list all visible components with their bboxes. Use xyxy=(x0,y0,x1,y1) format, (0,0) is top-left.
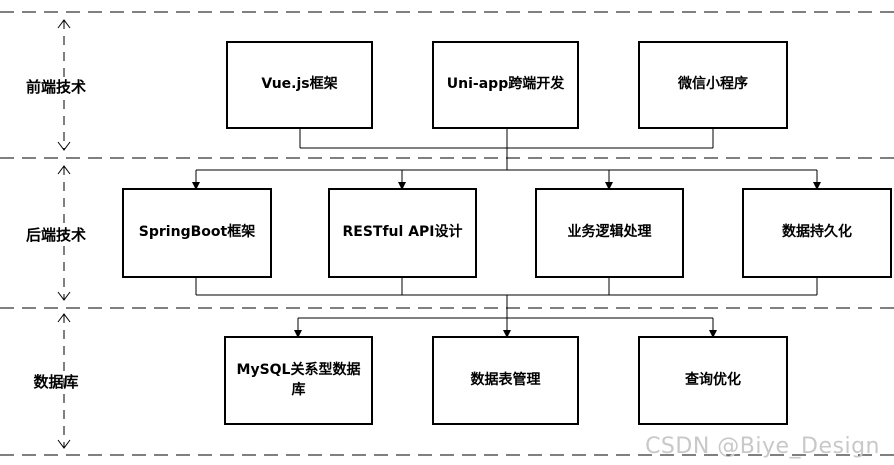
layer-height-indicator-backend xyxy=(57,165,71,301)
layer-label-backend: 后端技术 xyxy=(25,226,86,244)
layer-height-indicator-database xyxy=(57,313,71,449)
box-uniapp: Uni-app跨端开发 xyxy=(432,41,579,129)
box-mysql: MySQL关系型数据库 xyxy=(224,336,373,425)
box-springboot: SpringBoot框架 xyxy=(122,188,272,278)
layer-height-indicator-frontend xyxy=(57,19,71,151)
backend-to-database-connectors xyxy=(195,277,818,338)
box-business-logic: 业务逻辑处理 xyxy=(535,188,684,278)
box-wechat-miniprogram: 微信小程序 xyxy=(638,41,788,129)
box-query-optimization: 查询优化 xyxy=(638,336,788,425)
box-restful-api: RESTful API设计 xyxy=(328,188,477,278)
frontend-to-backend-connectors xyxy=(192,128,821,190)
box-data-persistence: 数据持久化 xyxy=(742,188,892,278)
box-table-management: 数据表管理 xyxy=(432,336,579,425)
layer-label-database: 数据库 xyxy=(33,373,79,391)
layer-label-frontend: 前端技术 xyxy=(25,78,86,96)
watermark: CSDN @Biye_Design xyxy=(645,434,880,459)
box-vuejs: Vue.js框架 xyxy=(226,41,373,129)
